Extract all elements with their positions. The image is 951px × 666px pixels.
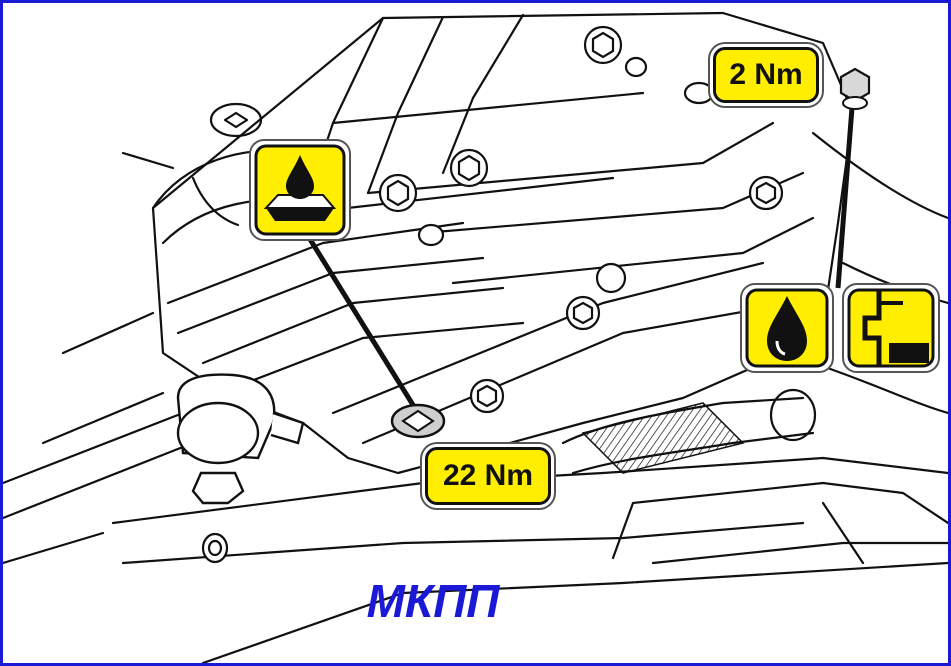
housing-bolt <box>748 175 784 211</box>
fill-plug-torque-label: 22 Nm <box>425 447 551 505</box>
fluid-level-icon <box>842 283 940 373</box>
fill-plug <box>300 226 446 439</box>
housing-bolt <box>565 295 601 331</box>
housing-stud <box>417 223 445 247</box>
housing-bolt <box>378 173 418 213</box>
gearbox-line-drawing <box>3 11 948 663</box>
housing-stud <box>624 56 648 78</box>
oil-drop-icon <box>740 283 834 373</box>
breather-plug <box>835 67 871 289</box>
transmission-mount <box>176 373 305 505</box>
subframe-stud <box>201 532 229 564</box>
housing-bolt <box>583 25 623 65</box>
housing-bolt <box>449 148 489 188</box>
breather-torque-label: 2 Nm <box>713 47 819 103</box>
housing-bolt <box>469 378 505 414</box>
oil-fill-plug-icon <box>249 139 351 241</box>
housing-stud <box>683 81 715 105</box>
diagram-caption: МКПП <box>366 575 500 627</box>
housing-bolt <box>595 262 627 294</box>
